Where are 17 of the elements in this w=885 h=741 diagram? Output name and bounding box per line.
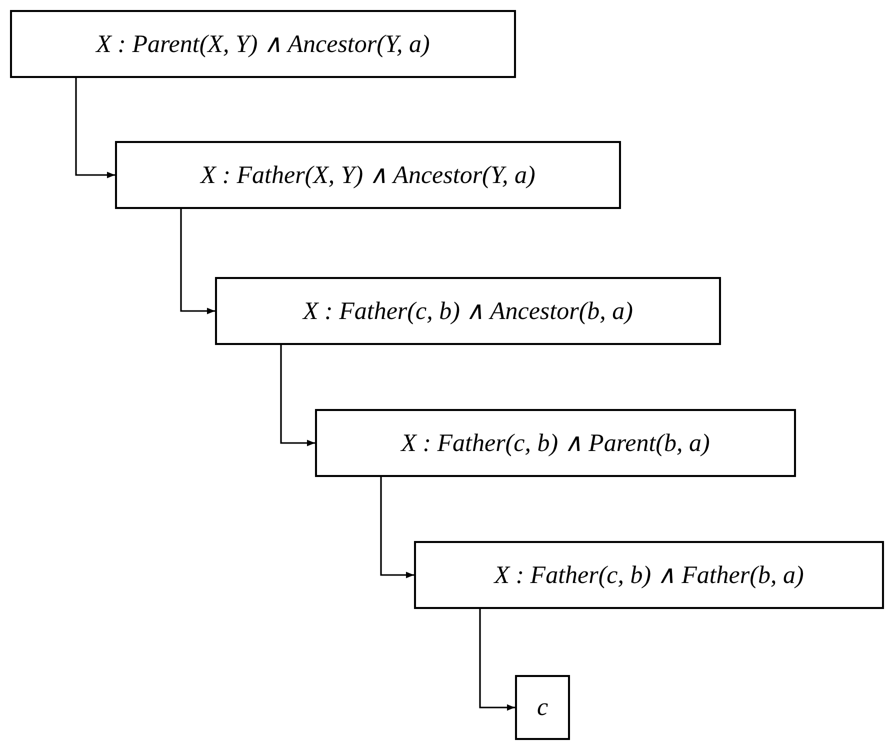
arrow	[380, 477, 414, 578]
process-box	[414, 541, 884, 609]
process-box	[515, 675, 570, 740]
arrow	[280, 345, 315, 446]
arrow	[479, 609, 515, 711]
formula-text: X : Father(X, Y) ∧ Ancestor(Y, a)	[200, 161, 536, 190]
formula-text: X : Father(c, b) ∧ Father(b, a)	[494, 561, 804, 590]
formula-text: c	[536, 694, 548, 722]
formula-text: X : Father(c, b) ∧ Parent(b, a)	[401, 429, 710, 458]
process-box	[315, 409, 796, 477]
process-box	[215, 277, 721, 345]
process-box	[115, 141, 621, 209]
formula-text: X : Parent(X, Y) ∧ Ancestor(Y, a)	[96, 30, 430, 59]
process-box	[10, 10, 516, 78]
arrow	[180, 209, 215, 314]
formula-text: X : Father(c, b) ∧ Ancestor(b, a)	[303, 297, 633, 326]
arrow	[75, 78, 115, 178]
